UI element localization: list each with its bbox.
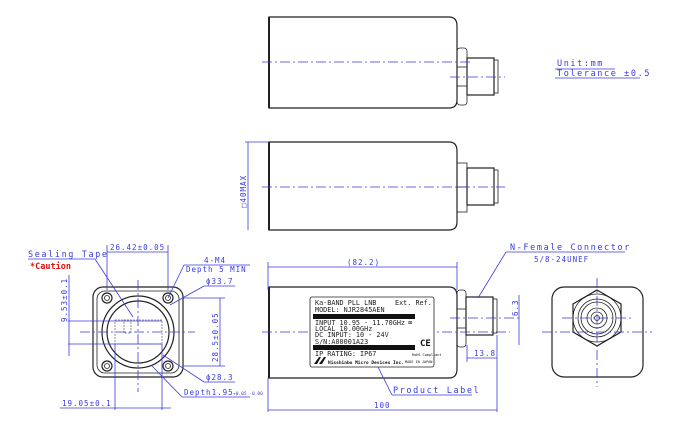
label-serial: S/N:A00001A23 — [315, 338, 368, 346]
screws-callout: 4-M4 — [204, 256, 226, 265]
dim-hole-circle-outer: ϕ33.7 — [206, 277, 234, 286]
dim-body-length: (82.2) — [347, 258, 380, 267]
label-local: LOCAL 10.00GHz — [315, 325, 372, 333]
label-dc: DC INPUT: 10 - 24V — [315, 331, 389, 339]
product-label: Ka-BAND PLL LNB Ext. Ref. MODEL: NJR2845… — [309, 296, 442, 368]
maker-logo — [314, 357, 326, 364]
label-rohs: RoHS Compliant — [412, 353, 442, 357]
top-view — [262, 16, 505, 109]
label-line1: Ka-BAND PLL LNB — [315, 299, 376, 307]
dim-connector-length: 13.8 — [474, 349, 496, 358]
flange-view: 9.53±0.1 26.42±0.05 28.5±0.05 19.05±0.1 … — [28, 243, 263, 410]
dim-depth-tolerance: +0.05 -0.00 — [233, 391, 263, 397]
product-label-callout: Product Label — [393, 386, 480, 396]
weee-icon: ⌧ — [408, 319, 412, 327]
label-input: INPUT 10.95 - 11.70GHz — [315, 319, 405, 327]
label-maker: Nisshinbo Micro Devices Inc. — [328, 360, 404, 366]
dim-offset-horizontal: 19.05±0.1 — [62, 399, 112, 408]
sealing-tape-callout: Sealing Tape — [28, 250, 109, 260]
dim-flange-width: 26.42±0.05 — [110, 243, 165, 252]
thread-callout: 5/8-24UNEF — [534, 255, 589, 264]
label-model: MODEL: NJR2845AEN — [315, 306, 385, 314]
side-view-upper: □40MAX — [239, 141, 505, 231]
dim-connector-offset: 6.3 — [511, 299, 520, 316]
label-origin: MADE IN JAPAN — [405, 360, 432, 364]
dim-offset-vertical: 9.53±0.1 — [60, 278, 69, 322]
label-ext-ref: Ext. Ref. — [395, 299, 432, 307]
dim-total-length: 100 — [374, 401, 391, 410]
caution-note: *Caution — [30, 261, 71, 272]
end-view — [542, 278, 652, 387]
connector-callout: N-Female Connector — [510, 243, 631, 253]
side-view-lower: (82.2) 100 13.8 6.3 Ka-BAND PLL LNB Ext.… — [262, 243, 631, 412]
unit-note: Unit:mm — [557, 59, 604, 69]
label-ip: IP RATING: IP67 — [315, 350, 376, 358]
unit-notes: Unit:mm Tolerance ±0.5 — [555, 59, 651, 79]
dim-hole-circle-inner: ϕ28.3 — [206, 373, 234, 382]
dim-depth: Depth1.95 — [184, 388, 234, 397]
ce-mark: CE — [420, 339, 431, 349]
dim-square-max: □40MAX — [239, 175, 248, 208]
tolerance-note: Tolerance ±0.5 — [557, 69, 651, 79]
screw-depth-callout: Depth 5 MIN — [186, 265, 247, 274]
dim-flange-height: 28.5±0.05 — [211, 312, 220, 362]
